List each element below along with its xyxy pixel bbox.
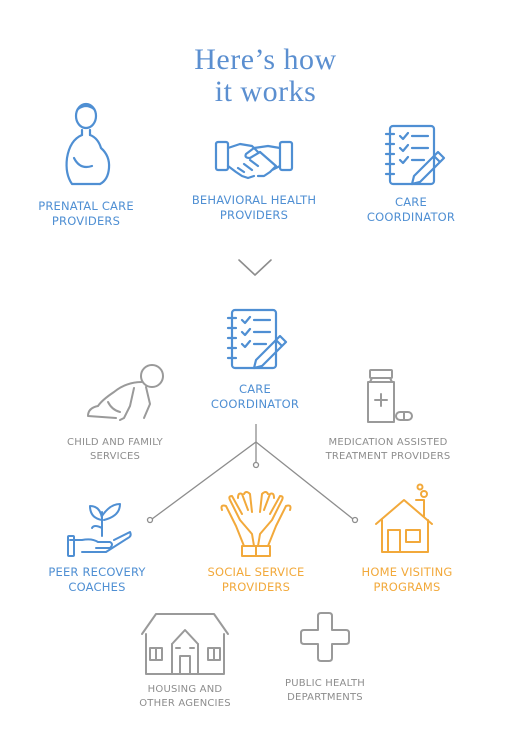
open-hands-icon: [220, 491, 292, 557]
handshake-icon: [214, 140, 294, 180]
title-line-1: Here’s how: [194, 43, 337, 76]
chevron-down-icon: [238, 259, 272, 276]
building-icon: [141, 613, 229, 675]
medical-cross-icon: [300, 612, 350, 662]
hand-sprout-icon: [67, 503, 132, 557]
pregnant-woman-icon: [65, 102, 111, 186]
checklist-icon: [226, 308, 288, 370]
page-title: Here’s how it works: [0, 44, 531, 108]
crawling-baby-icon: [87, 364, 164, 421]
house-icon: [375, 483, 433, 553]
title-line-2: it works: [214, 75, 317, 108]
medicine-bottle-icon: [367, 369, 413, 423]
checklist-icon: [384, 124, 446, 186]
